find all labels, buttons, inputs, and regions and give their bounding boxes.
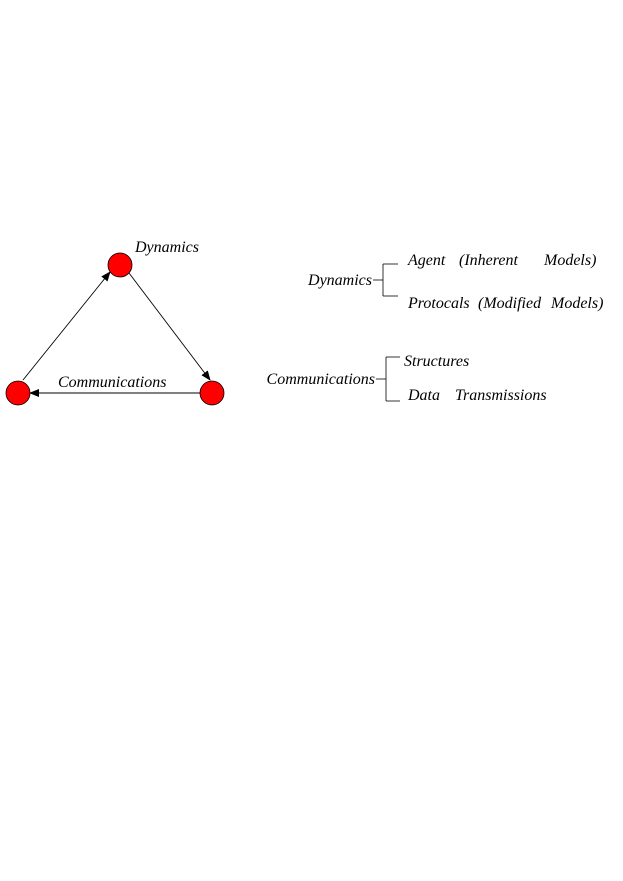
item-word: Transmissions	[455, 387, 547, 404]
item-word: Data	[407, 387, 440, 404]
item-word: (Inherent	[459, 252, 518, 269]
taxonomy-dynamics-label: Dynamics	[307, 272, 372, 289]
item-word: (Modified	[478, 295, 542, 312]
node-bottom-right	[199, 380, 225, 406]
taxonomy-communications: Communications Structures Data Transmiss…	[267, 353, 547, 404]
node-bottom-left	[5, 380, 31, 406]
bottom-edge-label: Communications	[58, 374, 166, 391]
edge-left-to-top	[22, 271, 111, 381]
taxonomy-item: Structures	[404, 353, 469, 370]
taxonomy-item: Agent (Inherent Models)	[407, 252, 596, 269]
item-word: Models)	[543, 252, 596, 269]
agent-triangle: Dynamics Communications	[5, 239, 225, 406]
top-node-label: Dynamics	[134, 239, 199, 256]
taxonomy-communications-label: Communications	[267, 371, 375, 388]
taxonomy-item: Data Transmissions	[407, 387, 547, 404]
taxonomy-dynamics: Dynamics Agent (Inherent Models) Protoca…	[307, 252, 603, 312]
taxonomy-item: Protocals (Modified Models)	[407, 295, 603, 312]
item-word: Protocals	[407, 295, 470, 312]
item-word: Agent	[407, 252, 446, 269]
node-top	[107, 252, 133, 278]
edge-top-to-right	[128, 272, 211, 381]
item-word: Structures	[404, 353, 469, 370]
item-word: Models)	[550, 295, 603, 312]
